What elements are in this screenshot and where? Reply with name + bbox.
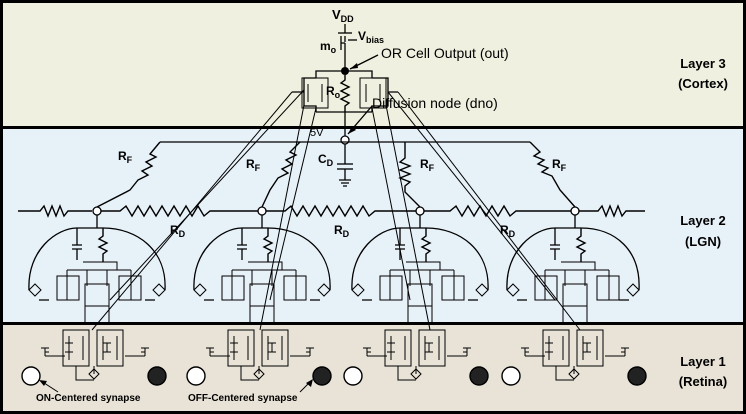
- lgn-node: [257, 206, 267, 216]
- layer-2-title: Layer 2: [680, 213, 726, 228]
- ro-label: Ro: [326, 84, 341, 100]
- or-left-transistor: [301, 77, 329, 109]
- off-photoreceptor: [147, 366, 167, 386]
- rf-label-4: RF: [552, 157, 567, 173]
- lgn-cell-3: [351, 206, 489, 322]
- retina-cell-3: [343, 329, 489, 386]
- mo-label: mo: [320, 39, 337, 55]
- cd-label: CD: [318, 152, 334, 168]
- retina-cell-2: [186, 329, 332, 386]
- layer-1-subtitle: (Retina): [679, 374, 727, 389]
- vbias-label: Vbias: [358, 29, 384, 45]
- lgn-cell-4: [506, 206, 640, 322]
- layer-2-subtitle: (LGN): [685, 234, 721, 249]
- off-synapse-label: OFF-Centered synapse: [188, 393, 298, 404]
- diffusion-network: CD RF RF RF RF: [96, 112, 576, 208]
- rf-resistor-1: [96, 141, 161, 208]
- off-photoreceptor: [312, 366, 332, 386]
- or-right-transistor: [359, 77, 387, 109]
- diffusion-node: [340, 135, 350, 145]
- layer-1-panel: [0, 322, 746, 414]
- diffusion-node-annotation: Diffusion node (dno): [372, 95, 498, 111]
- ro-resistor: [339, 75, 351, 112]
- layer-3-title: Layer 3: [680, 56, 726, 71]
- rf-resistor-3: [398, 142, 421, 208]
- on-synapse-label: ON-Centered synapse: [36, 393, 141, 404]
- vdd-label: VDD: [332, 7, 354, 24]
- rd-chain: RD RD RD: [18, 204, 645, 239]
- rd-label-2: RD: [334, 223, 350, 239]
- synapse-annotations: ON-Centered synapse OFF-Centered synapse: [36, 379, 313, 404]
- rd-resistor-right-end: [579, 204, 645, 218]
- on-photoreceptor: [21, 366, 41, 386]
- retina-cell-4: [501, 329, 647, 386]
- lgn-node: [92, 206, 102, 216]
- rf-resistor-4: [529, 141, 576, 208]
- rd-resistor-left-end: [18, 204, 92, 218]
- layer-3-subtitle: (Cortex): [678, 76, 728, 91]
- or-output-annotation: OR Cell Output (out): [381, 45, 509, 61]
- lgn-node: [415, 206, 425, 216]
- on-photoreceptor: [186, 366, 206, 386]
- rf-label-2: RF: [246, 157, 261, 173]
- on-photoreceptor: [501, 366, 521, 386]
- retina-cell-1: [21, 329, 167, 386]
- layer-2-panel: [0, 126, 746, 325]
- rd-resistor-1: [101, 204, 258, 218]
- on-photoreceptor: [343, 366, 363, 386]
- lgn-node: [570, 206, 580, 216]
- feedforward-wires: [91, 89, 581, 331]
- rf-label-3: RF: [420, 157, 435, 173]
- rd-label-3: RD: [500, 223, 516, 239]
- off-photoreceptor: [469, 366, 489, 386]
- lgn-cell-2: [193, 206, 331, 322]
- lgn-cell-1: [28, 206, 166, 322]
- layer-1-title: Layer 1: [680, 354, 726, 369]
- off-photoreceptor: [627, 366, 647, 386]
- rf-resistor-2: [261, 141, 301, 208]
- rd-resistor-2: [266, 204, 416, 218]
- five-v-label: 5V: [310, 127, 324, 139]
- rf-label-1: RF: [118, 149, 133, 165]
